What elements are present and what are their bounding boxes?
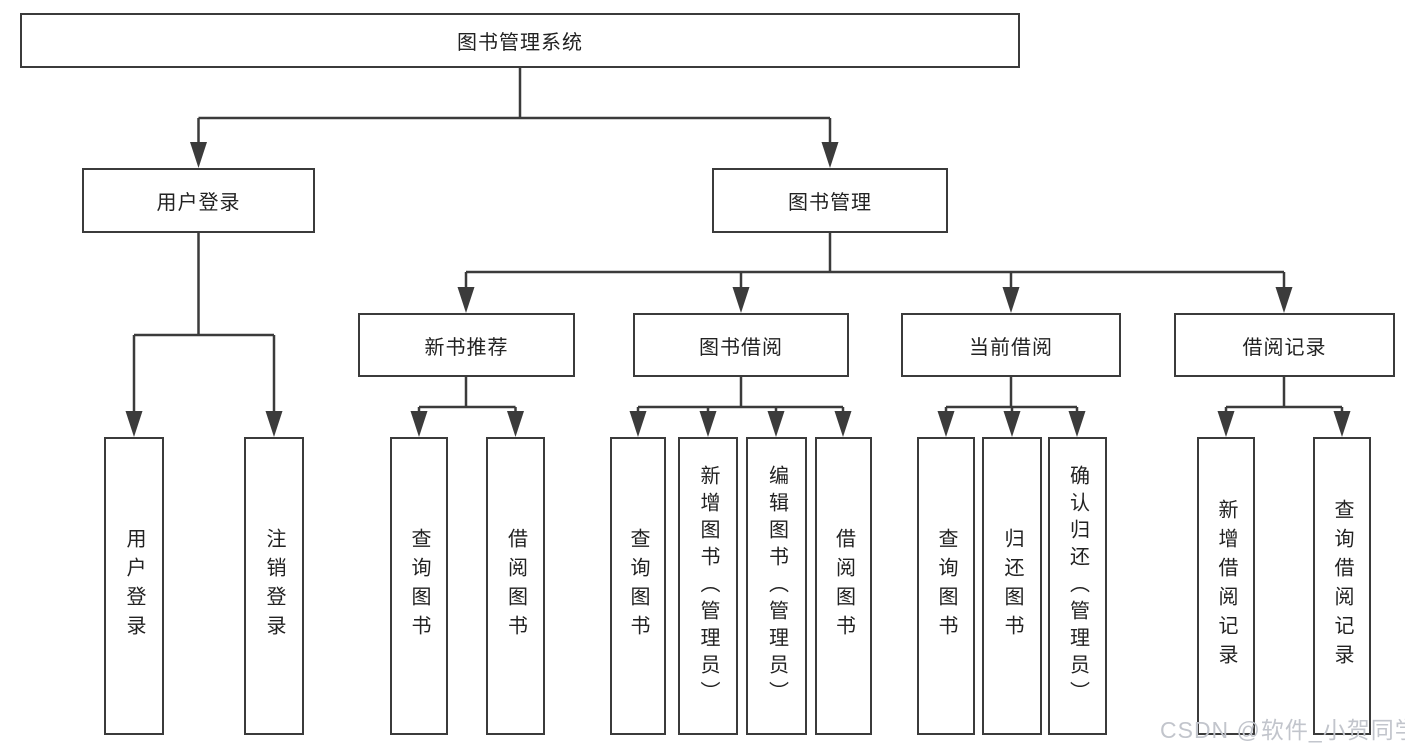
- arrow-down-icon: [1217, 411, 1235, 437]
- connector-borrow-records-children: [1224, 377, 1344, 415]
- connector-new-book-children: [417, 377, 517, 415]
- node-label: 借阅记录: [1242, 336, 1327, 359]
- connector-root-to-level2: [197, 68, 832, 148]
- arrow-down-icon: [767, 411, 785, 437]
- node-label: 注销登录: [263, 528, 285, 644]
- arrow-down-icon: [1003, 411, 1021, 437]
- node-label: 查询图书: [935, 528, 957, 644]
- node-borrow-records: 借阅记录: [1174, 313, 1395, 377]
- node-label: 当前借阅: [969, 336, 1053, 359]
- node-label: 查询借阅记录: [1331, 499, 1353, 673]
- connector-book-mgmt-children: [464, 233, 1286, 291]
- leaf-confirm-return-admin: 确认归还（管理员）: [1048, 437, 1107, 735]
- leaf-add-books-admin: 新增图书（管理员）: [678, 437, 738, 735]
- node-label: 用户登录: [123, 528, 145, 644]
- arrow-down-icon: [699, 411, 717, 437]
- leaf-logout: 注销登录: [244, 437, 304, 735]
- csdn-watermark: CSDN @软件_小贺同学: [1160, 717, 1405, 743]
- arrow-down-icon: [1275, 287, 1293, 313]
- node-root-system: 图书管理系统: [20, 13, 1020, 68]
- arrow-down-icon: [732, 287, 750, 313]
- arrow-down-icon: [629, 411, 647, 437]
- arrow-down-icon: [821, 142, 839, 168]
- node-label: 新书推荐: [424, 336, 509, 359]
- node-book-management: 图书管理: [712, 168, 948, 233]
- arrow-down-icon: [507, 411, 524, 437]
- node-label: 归还图书: [1001, 528, 1023, 644]
- arrow-down-icon: [834, 411, 852, 437]
- arrow-down-icon: [265, 411, 283, 437]
- leaf-borrow-books: 借阅图书: [486, 437, 545, 735]
- leaf-query-borrow-record: 查询借阅记录: [1313, 437, 1371, 735]
- node-label: 编辑图书（管理员）: [765, 464, 788, 708]
- node-user-login: 用户登录: [82, 168, 315, 233]
- arrow-down-icon: [1068, 411, 1086, 437]
- leaf-return-books: 归还图书: [982, 437, 1042, 735]
- node-label: 查询图书: [408, 528, 430, 644]
- node-label: 确认归还（管理员）: [1066, 464, 1089, 708]
- node-label: 图书借阅: [699, 336, 783, 359]
- node-label: 新增图书（管理员）: [697, 464, 719, 708]
- connector-book-borrow-children: [636, 377, 845, 415]
- connector-user-login-children: [132, 233, 276, 415]
- arrow-down-icon: [1002, 287, 1020, 313]
- node-current-borrow: 当前借阅: [901, 313, 1121, 377]
- arrow-down-icon: [190, 142, 207, 168]
- connector-current-borrow-children: [944, 377, 1079, 415]
- arrow-down-icon: [125, 411, 143, 437]
- leaf-user-login: 用户登录: [104, 437, 164, 735]
- arrow-down-icon: [1333, 411, 1351, 437]
- leaf-add-borrow-record: 新增借阅记录: [1197, 437, 1255, 735]
- leaf-query-books: 查询图书: [917, 437, 975, 735]
- node-label: 用户登录: [156, 192, 241, 214]
- leaf-edit-books-admin: 编辑图书（管理员）: [746, 437, 807, 735]
- arrow-down-icon: [410, 411, 428, 437]
- leaf-query-books: 查询图书: [390, 437, 448, 735]
- arrow-down-icon: [457, 287, 475, 313]
- node-book-borrow: 图书借阅: [633, 313, 849, 377]
- leaf-borrow-books: 借阅图书: [815, 437, 872, 735]
- leaf-query-books: 查询图书: [610, 437, 666, 735]
- node-label: 新增借阅记录: [1215, 499, 1237, 673]
- node-label: 图书管理: [788, 192, 872, 214]
- node-new-book-recommend: 新书推荐: [358, 313, 575, 377]
- node-label: 图书管理系统: [457, 32, 583, 54]
- node-label: 查询图书: [627, 528, 649, 644]
- arrow-down-icon: [937, 411, 955, 437]
- node-label: 借阅图书: [504, 528, 527, 644]
- node-label: 借阅图书: [832, 528, 855, 644]
